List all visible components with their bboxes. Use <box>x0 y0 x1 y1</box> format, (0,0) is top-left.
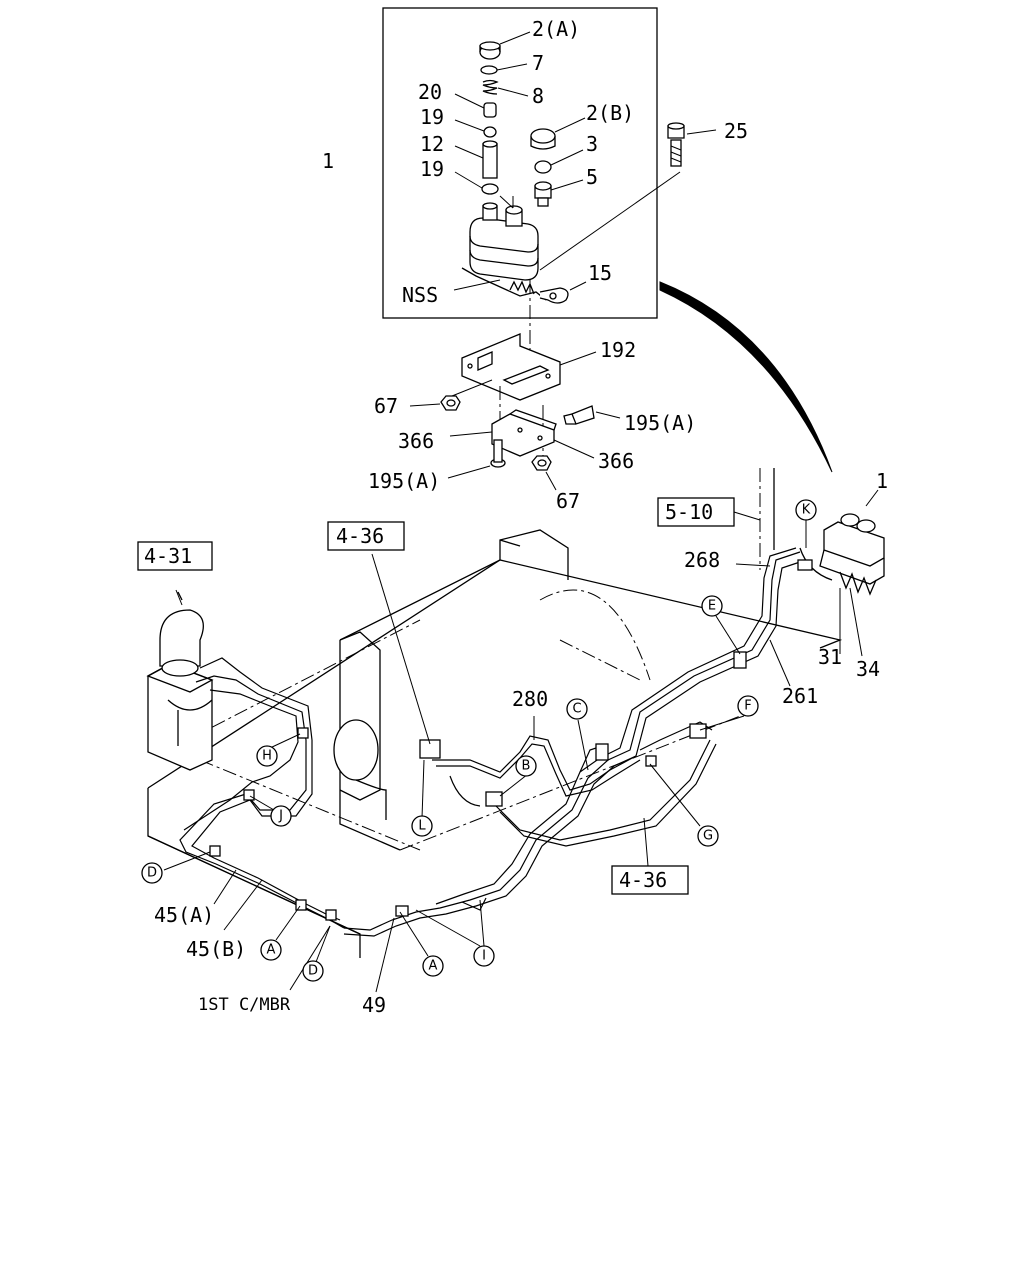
label-195a-left: 195(A) <box>368 469 440 493</box>
label-2a: 2(A) <box>532 17 580 41</box>
label-nss: NSS <box>402 283 438 307</box>
nut-67b <box>531 455 552 471</box>
callout-f: F <box>737 695 759 717</box>
svg-text:B: B <box>522 759 531 774</box>
bolt-195a-right <box>563 405 595 425</box>
adapter-5 <box>534 181 552 207</box>
fittings <box>209 559 813 921</box>
callout-a-right: A <box>422 955 444 977</box>
svg-text:D: D <box>308 964 318 979</box>
ring-19a <box>483 126 497 138</box>
label-1-top: 1 <box>322 149 334 173</box>
ref-5-10-text: 5-10 <box>665 500 713 524</box>
label-67b: 67 <box>556 489 580 513</box>
callout-k: K <box>795 499 817 521</box>
bracket-192 <box>451 333 561 401</box>
label-67a: 67 <box>374 394 398 418</box>
ref-box-4-36-top[interactable]: 4-36 <box>327 521 405 551</box>
clip-15 <box>539 287 569 304</box>
callout-l: L <box>411 815 433 837</box>
label-7: 7 <box>532 51 544 75</box>
oring-7 <box>480 65 498 75</box>
svg-text:L: L <box>418 819 426 834</box>
label-5: 5 <box>586 165 598 189</box>
svg-text:G: G <box>703 829 713 844</box>
callout-j: J <box>270 805 292 827</box>
ref-box-5-10[interactable]: 5-10 <box>657 497 735 527</box>
spring-8 <box>482 79 499 95</box>
svg-text:A: A <box>429 959 438 974</box>
ring-19b <box>481 183 499 195</box>
bolt-25 <box>667 122 685 167</box>
bracket-366 <box>491 409 557 457</box>
svg-text:C: C <box>572 702 581 717</box>
callout-d-right: D <box>302 960 324 982</box>
svg-text:D: D <box>147 866 157 881</box>
label-45a: 45(A) <box>154 903 214 927</box>
callout-c: C <box>566 698 588 720</box>
circle-callouts: K E C F B L G H <box>141 499 817 982</box>
callout-a-left: A <box>260 939 282 961</box>
label-8: 8 <box>532 84 544 108</box>
valve-20 <box>483 102 497 118</box>
label-19b: 19 <box>420 157 444 181</box>
label-195a-right: 195(A) <box>624 411 696 435</box>
callout-d-left: D <box>141 862 163 884</box>
svg-text:J: J <box>278 809 283 824</box>
label-3: 3 <box>586 132 598 156</box>
label-34: 34 <box>856 657 880 681</box>
label-first-member: 1ST C/MBR <box>198 995 291 1015</box>
label-31: 31 <box>818 645 842 669</box>
cap-2a <box>479 41 501 60</box>
label-2b: 2(B) <box>586 101 634 125</box>
part-number-labels: 2(A) 7 8 20 19 12 19 2(B) 3 5 25 1 NSS 1… <box>154 17 888 1017</box>
ref-4-31-text: 4-31 <box>144 544 192 568</box>
label-20: 20 <box>418 80 442 104</box>
bolt-195a-left <box>490 439 506 468</box>
callout-i: I <box>473 945 495 967</box>
label-1-right: 1 <box>876 469 888 493</box>
svg-text:E: E <box>708 599 716 614</box>
ref-box-4-36-bottom[interactable]: 4-36 <box>611 865 689 895</box>
label-366-right: 366 <box>598 449 634 473</box>
callout-e: E <box>701 595 723 617</box>
label-19a: 19 <box>420 105 444 129</box>
brake-pipes <box>179 547 807 937</box>
svg-text:H: H <box>262 749 272 764</box>
reference-boxes: 4-31 4-36 5-10 4-36 <box>137 497 735 895</box>
label-192: 192 <box>600 338 636 362</box>
callout-b: B <box>515 755 537 777</box>
reservoir-mounted <box>799 513 885 596</box>
arc-pointer <box>659 281 833 473</box>
callout-g: G <box>697 825 719 847</box>
svg-text:F: F <box>744 699 751 714</box>
nut-67a <box>440 395 461 411</box>
label-366-left: 366 <box>398 429 434 453</box>
label-268: 268 <box>684 548 720 572</box>
label-49: 49 <box>362 993 386 1017</box>
engine-outline <box>147 529 843 958</box>
label-280: 280 <box>512 687 548 711</box>
label-45b: 45(B) <box>186 937 246 961</box>
ref-4-36-top-text: 4-36 <box>336 524 384 548</box>
callout-h: H <box>256 745 278 767</box>
cap-2b <box>530 128 556 150</box>
svg-text:I: I <box>482 949 486 964</box>
tube-12 <box>482 140 498 179</box>
ring-3 <box>534 160 552 174</box>
ref-box-4-31[interactable]: 4-31 <box>137 541 213 571</box>
label-12: 12 <box>420 132 444 156</box>
svg-text:K: K <box>802 503 811 518</box>
label-15: 15 <box>588 261 612 285</box>
svg-text:A: A <box>267 943 276 958</box>
ref-4-36-bottom-text: 4-36 <box>619 868 667 892</box>
reservoir-inset <box>382 7 658 350</box>
label-25: 25 <box>724 119 748 143</box>
label-261: 261 <box>782 684 818 708</box>
reservoir-body <box>461 196 547 301</box>
left-pump <box>146 591 214 771</box>
leader-lines <box>163 520 807 993</box>
